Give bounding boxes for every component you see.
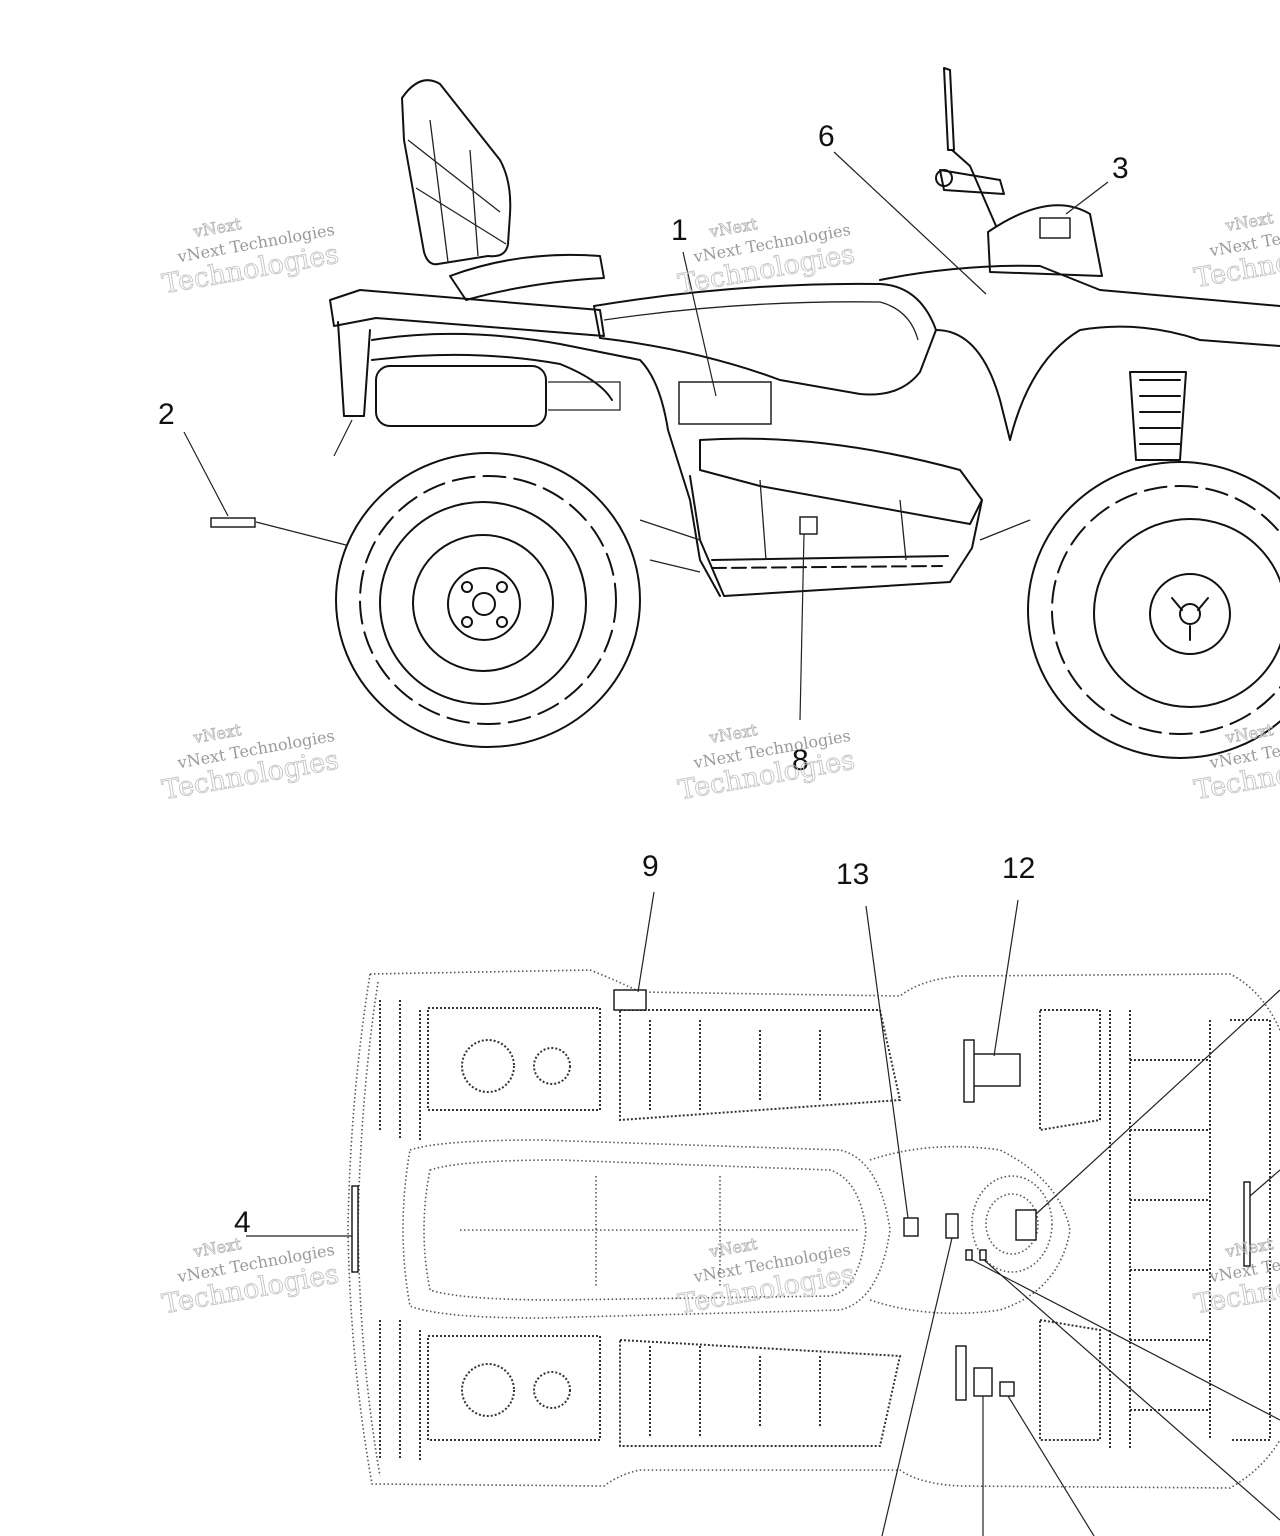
top-body-outline — [347, 969, 1280, 1489]
callout-12: 12 — [1002, 852, 1035, 885]
decal-2-shape — [210, 517, 256, 528]
callout-9: 9 — [642, 850, 659, 883]
side-panel — [699, 437, 983, 525]
decal-9-shape — [613, 989, 647, 1011]
leader-13 — [865, 905, 909, 1219]
top-view-callouts: 4 9 12 13 — [234, 850, 1035, 1239]
muffler — [375, 365, 547, 427]
leader-2b — [255, 521, 347, 546]
front-fender — [879, 264, 1280, 307]
decal-1-shape — [678, 381, 772, 425]
footwell — [689, 475, 983, 597]
callout-6: 6 — [818, 120, 835, 153]
rear-rack — [329, 289, 605, 337]
leader-2a — [183, 431, 229, 517]
decal-3-shape — [1039, 217, 1071, 239]
main-seat — [593, 282, 937, 396]
leader-3 — [1065, 181, 1109, 215]
leader-1 — [682, 251, 717, 397]
rear-wheel — [335, 452, 641, 748]
callout-2: 2 — [158, 398, 175, 431]
callout-1: 1 — [671, 214, 688, 247]
leader-9 — [637, 891, 655, 993]
watermark-4: vNext vNext Technologies Technologies — [159, 720, 341, 807]
watermark-1: vNext vNext Technologies Technologies — [159, 214, 341, 301]
watermark-8: vNext vNext Technologies Technologies — [675, 1234, 857, 1321]
atv-top-view — [246, 891, 1280, 1536]
top-seat — [402, 1139, 891, 1319]
callout-8: 8 — [792, 744, 809, 777]
passenger-backrest — [401, 79, 512, 266]
decal-13-shape — [903, 1217, 919, 1237]
side-view-callouts: 1 2 3 6 8 — [158, 120, 1129, 777]
decal-4-shape — [351, 1185, 359, 1273]
front-wheel — [1027, 461, 1280, 759]
callout-4: 4 — [234, 1206, 251, 1239]
watermark-3: vNext vNext Technologies Technologies — [1191, 208, 1280, 295]
leader-12 — [993, 899, 1019, 1057]
atv-side-view — [183, 67, 1280, 759]
decal-12-shape — [967, 1053, 1021, 1087]
callout-3: 3 — [1112, 152, 1129, 185]
callout-13: 13 — [836, 858, 869, 891]
watermark-6: vNext vNext Technologies Technologies — [1191, 720, 1280, 807]
leader-8 — [799, 533, 805, 721]
decal-8-shape — [799, 516, 818, 535]
leader-6 — [833, 151, 987, 295]
watermark-5: vNext vNext Technologies Technologies — [675, 720, 857, 807]
